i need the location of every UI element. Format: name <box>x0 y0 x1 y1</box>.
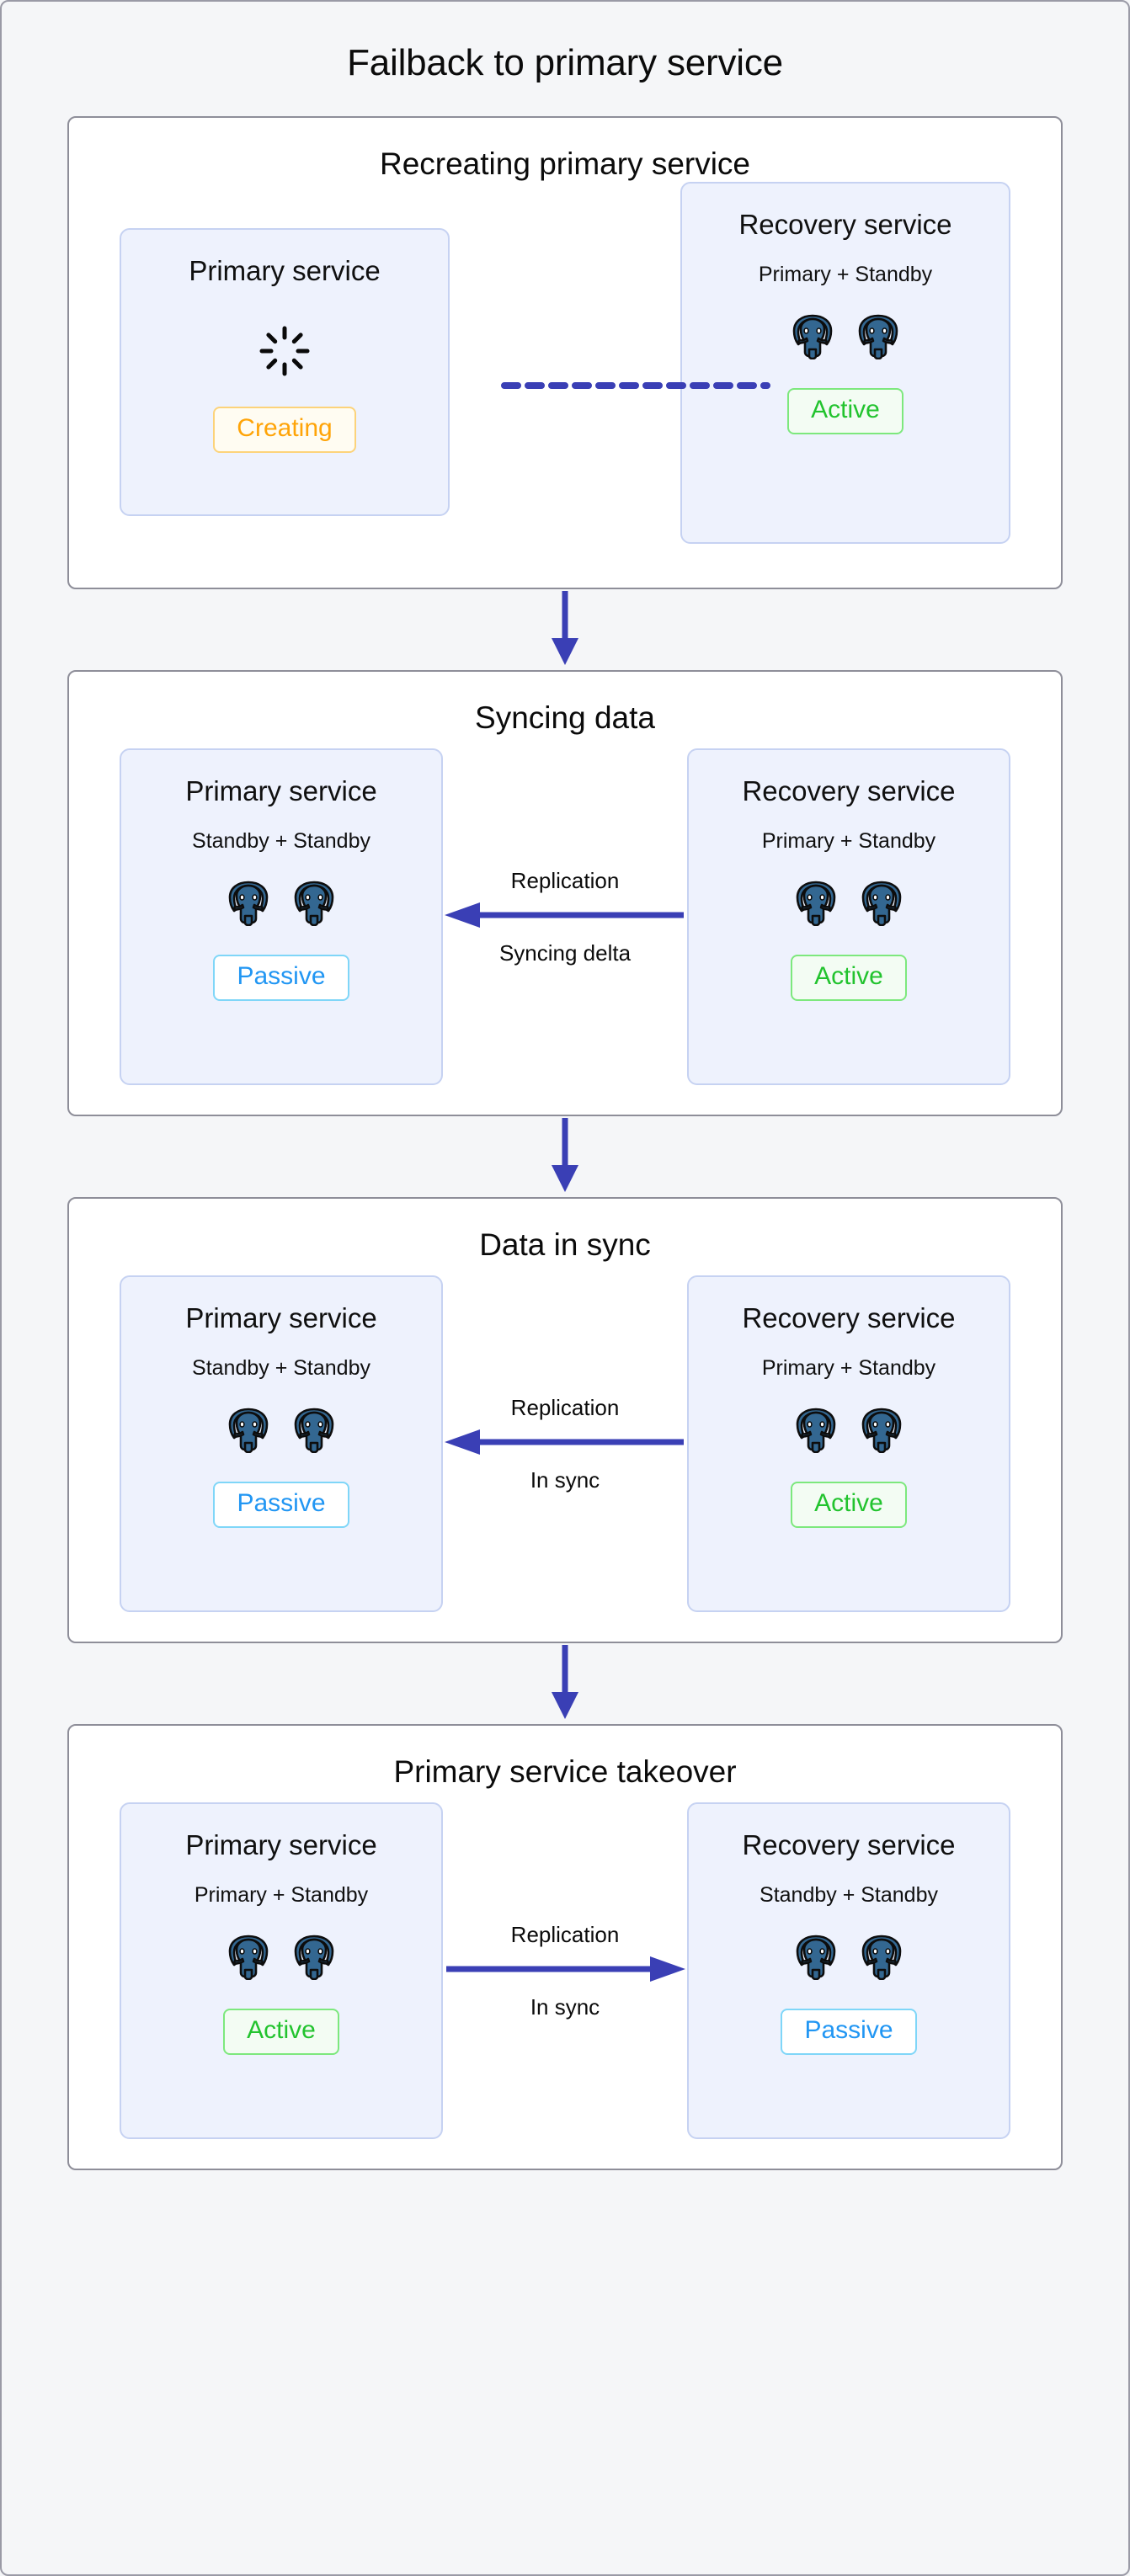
service-card-recovery[interactable]: Recovery service Primary + Standby <box>687 1275 1010 1612</box>
stage-title: Syncing data <box>475 700 655 735</box>
service-card-title: Primary service <box>189 255 381 286</box>
stage-panel-recreating-primary-service: Recreating primary service Primary servi… <box>67 116 1063 589</box>
stage-separator-2 <box>67 1116 1063 1197</box>
replication-connector: Replication In sync <box>443 1263 687 1625</box>
service-card-title: Primary service <box>185 1829 377 1860</box>
connector-label-bottom: In sync <box>530 1466 600 1493</box>
postgresql-elephant-icon <box>794 1406 838 1453</box>
node-list <box>227 879 336 926</box>
service-card-roles: Primary + Standby <box>761 1356 936 1380</box>
loading-spinner-icon <box>258 324 312 378</box>
status-badge: Active <box>791 955 907 1002</box>
status-badge: Active <box>223 2009 339 2056</box>
stage-body: Primary service Standby + Standby <box>69 736 1061 1098</box>
connector-label-top: Replication <box>510 867 620 893</box>
postgresql-elephant-icon <box>227 1406 270 1453</box>
node-list <box>227 1406 336 1453</box>
postgresql-elephant-icon <box>794 1933 838 1980</box>
dashed-connector-icon <box>501 378 770 389</box>
stage-panel-syncing-data: Syncing data Primary service Standby + S… <box>67 670 1063 1116</box>
replication-connector: Replication In sync <box>443 1790 687 2152</box>
postgresql-elephant-icon <box>292 1406 336 1453</box>
status-badge: Passive <box>213 1482 349 1529</box>
node-list <box>794 879 903 926</box>
stage-body: Primary service Primary + Standby <box>69 1790 1061 2152</box>
service-card-roles: Standby + Standby <box>192 829 370 853</box>
arrow-down-icon <box>546 589 584 671</box>
node-list <box>794 1933 903 1980</box>
service-card-primary[interactable]: Primary service <box>120 228 450 516</box>
postgresql-elephant-icon <box>791 312 834 359</box>
service-card-primary[interactable]: Primary service Standby + Standby <box>120 1275 443 1612</box>
postgresql-elephant-icon <box>860 879 903 926</box>
postgresql-elephant-icon <box>856 312 900 359</box>
page-title: Failback to primary service <box>347 42 783 83</box>
arrow-right-icon <box>443 1956 687 1986</box>
service-card-title: Recovery service <box>738 209 952 240</box>
connector-label-top: Replication <box>510 1921 620 1947</box>
service-card-primary[interactable]: Primary service Standby + Standby <box>120 748 443 1085</box>
replication-connector: Replication Syncing delta <box>443 736 687 1098</box>
service-card-roles: Standby + Standby <box>192 1356 370 1380</box>
stage-panel-primary-service-takeover: Primary service takeover Primary service… <box>67 1724 1063 2170</box>
stage-panel-data-in-sync: Data in sync Primary service Standby + S… <box>67 1197 1063 1643</box>
status-badge: Passive <box>781 2009 917 2056</box>
node-list <box>227 1933 336 1980</box>
service-card-recovery[interactable]: Recovery service Primary + Standby <box>687 748 1010 1085</box>
status-badge: Active <box>787 388 903 435</box>
service-card-title: Recovery service <box>742 1302 956 1333</box>
stage-title: Data in sync <box>479 1227 651 1262</box>
service-card-primary[interactable]: Primary service Primary + Standby <box>120 1802 443 2139</box>
arrow-down-icon <box>546 1116 584 1198</box>
service-card-recovery[interactable]: Recovery service Primary + Standby <box>680 182 1010 544</box>
service-card-title: Primary service <box>185 775 377 806</box>
service-card-title: Recovery service <box>742 775 956 806</box>
postgresql-elephant-icon <box>860 1933 903 1980</box>
postgresql-elephant-icon <box>227 879 270 926</box>
service-card-roles: Primary + Standby <box>194 1883 369 1907</box>
connector-label-bottom: In sync <box>530 1993 600 2020</box>
postgresql-elephant-icon <box>292 879 336 926</box>
arrow-down-icon <box>546 1643 584 1725</box>
node-list <box>791 312 900 359</box>
service-card-title: Recovery service <box>742 1829 956 1860</box>
node-list <box>794 1406 903 1453</box>
arrow-left-icon <box>443 902 687 932</box>
status-badge: Active <box>791 1482 907 1529</box>
arrow-left-icon <box>443 1429 687 1459</box>
stage-title: Primary service takeover <box>393 1754 737 1789</box>
postgresql-elephant-icon <box>860 1406 903 1453</box>
connector-label-top: Replication <box>510 1394 620 1420</box>
stage-title: Recreating primary service <box>379 146 751 181</box>
stage-separator-3 <box>67 1643 1063 1724</box>
stage-separator-1 <box>67 589 1063 670</box>
stage-body: Primary service <box>69 182 1061 544</box>
connector-label-bottom: Syncing delta <box>498 939 632 966</box>
service-card-roles: Primary + Standby <box>758 263 933 286</box>
status-badge: Creating <box>213 407 356 454</box>
postgresql-elephant-icon <box>794 879 838 926</box>
service-card-recovery[interactable]: Recovery service Standby + Standby <box>687 1802 1010 2139</box>
postgresql-elephant-icon <box>292 1933 336 1980</box>
service-card-title: Primary service <box>185 1302 377 1333</box>
service-card-roles: Standby + Standby <box>760 1883 938 1907</box>
stage-body: Primary service Standby + Standby <box>69 1263 1061 1625</box>
service-card-roles: Primary + Standby <box>761 829 936 853</box>
postgresql-elephant-icon <box>227 1933 270 1980</box>
status-badge: Passive <box>213 955 349 1002</box>
